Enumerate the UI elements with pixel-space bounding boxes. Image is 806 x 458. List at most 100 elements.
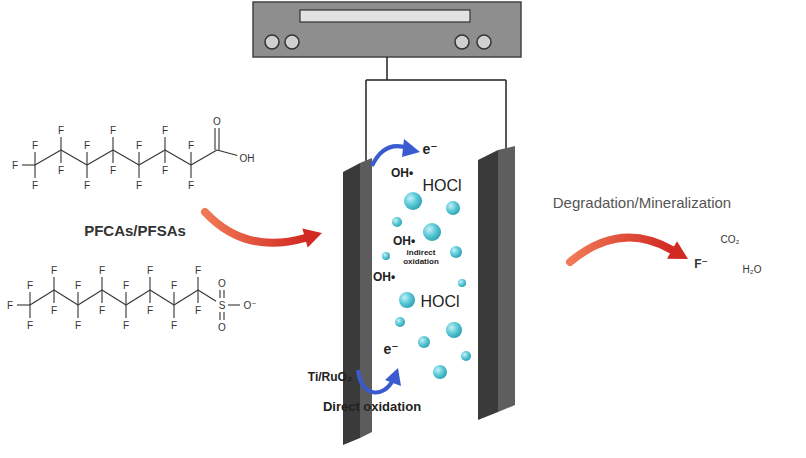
atom-label: F bbox=[99, 305, 105, 316]
bond-line bbox=[112, 150, 113, 163]
cathode-plate bbox=[478, 146, 515, 420]
bond-line bbox=[164, 150, 165, 163]
bond-line bbox=[77, 305, 78, 318]
bond-line bbox=[17, 304, 30, 305]
input-arrow bbox=[205, 212, 322, 248]
bond-line bbox=[87, 150, 113, 165]
atom-label: F bbox=[171, 320, 177, 331]
atom-label: F bbox=[162, 165, 168, 176]
atom-label: O⁻ bbox=[243, 300, 256, 311]
bond-line bbox=[173, 305, 174, 318]
substance-label: PFCAs/PFSAs bbox=[84, 223, 186, 240]
bond-line bbox=[217, 150, 237, 155]
atom-label: F bbox=[99, 265, 105, 276]
bond-line bbox=[164, 137, 165, 150]
atom-label: F bbox=[58, 125, 64, 136]
atom-label: F bbox=[51, 305, 57, 316]
atom-label: F bbox=[110, 125, 116, 136]
atom-label: F bbox=[147, 265, 153, 276]
atom-label: F bbox=[27, 280, 33, 291]
bond-line bbox=[34, 165, 35, 178]
bond-line bbox=[149, 277, 150, 290]
radical-label: OH• bbox=[391, 167, 413, 180]
atom-label: F bbox=[84, 140, 90, 151]
bond-line bbox=[53, 277, 54, 290]
bond-line bbox=[61, 150, 87, 165]
bond-line bbox=[218, 128, 219, 150]
power-supply bbox=[253, 2, 521, 57]
atom-label: F bbox=[58, 165, 64, 176]
atom-label: O bbox=[218, 322, 226, 333]
bond-line bbox=[125, 305, 126, 318]
bond-line bbox=[112, 137, 113, 150]
bond-line bbox=[22, 164, 35, 165]
atom-label: F bbox=[162, 125, 168, 136]
bond-line bbox=[53, 290, 54, 303]
bond-line bbox=[86, 152, 87, 165]
bond-line bbox=[198, 290, 216, 301]
bond-line bbox=[223, 312, 224, 320]
atom-label: O bbox=[213, 116, 221, 127]
atom-label: F bbox=[195, 265, 201, 276]
electron-label: e⁻ bbox=[422, 142, 437, 157]
wire bbox=[366, 57, 506, 161]
bond-line bbox=[190, 165, 191, 178]
bond-line bbox=[30, 290, 54, 305]
electron-arrow bbox=[372, 139, 420, 166]
bond-line bbox=[174, 290, 198, 305]
bond-line bbox=[197, 277, 198, 290]
bond-line bbox=[126, 290, 150, 305]
atom-label: F bbox=[188, 140, 194, 151]
atom-label: F bbox=[32, 180, 38, 191]
bond-line bbox=[60, 150, 61, 163]
product-label: F⁻ bbox=[694, 258, 708, 271]
radical-label: OH• bbox=[373, 271, 395, 284]
electron-label: e⁻ bbox=[383, 342, 398, 357]
bond-line bbox=[214, 128, 215, 150]
product-label: H₂O bbox=[743, 264, 762, 275]
direct-oxidation-arrow bbox=[358, 368, 401, 392]
atom-label: F bbox=[75, 320, 81, 331]
bond-line bbox=[138, 152, 139, 165]
atom-label: F bbox=[147, 305, 153, 316]
atom-label: F bbox=[136, 180, 142, 191]
bond-line bbox=[223, 290, 224, 298]
bond-line bbox=[60, 137, 61, 150]
product-label: CO₂ bbox=[721, 234, 740, 245]
bond-line bbox=[101, 290, 102, 303]
bond-line bbox=[165, 150, 191, 165]
bond-line bbox=[219, 312, 220, 320]
bond-line bbox=[190, 152, 191, 165]
atom-label: F bbox=[188, 180, 194, 191]
process-label: Direct oxidation bbox=[323, 400, 421, 414]
bond-line bbox=[197, 290, 198, 303]
atom-label: F bbox=[32, 140, 38, 151]
electrode-label: Ti/RuO₂ bbox=[308, 371, 352, 384]
bond-line bbox=[139, 150, 165, 165]
atom-label: F bbox=[136, 140, 142, 151]
atom-label: F bbox=[51, 265, 57, 276]
bond-line bbox=[191, 150, 217, 165]
process-note: indirect oxidation bbox=[397, 249, 445, 267]
atom-label: F bbox=[7, 300, 13, 311]
bond-line bbox=[29, 305, 30, 318]
bond-line bbox=[78, 290, 102, 305]
bond-line bbox=[150, 290, 174, 305]
atom-label: F bbox=[123, 320, 129, 331]
species-label: HOCl bbox=[420, 293, 459, 311]
bond-line bbox=[173, 292, 174, 305]
species-label: HOCl bbox=[422, 177, 461, 195]
bond-line bbox=[86, 165, 87, 178]
atom-label: F bbox=[123, 280, 129, 291]
atom-label: F bbox=[195, 305, 201, 316]
bond-line bbox=[219, 290, 220, 298]
atom-label: F bbox=[27, 320, 33, 331]
atom-label: F bbox=[12, 160, 18, 171]
bond-line bbox=[102, 290, 126, 305]
bubbles bbox=[382, 192, 471, 379]
atom-label: F bbox=[110, 165, 116, 176]
radical-label: OH• bbox=[393, 235, 415, 248]
atom-label: F bbox=[75, 280, 81, 291]
bond-line bbox=[77, 292, 78, 305]
atom-label: F bbox=[171, 280, 177, 291]
